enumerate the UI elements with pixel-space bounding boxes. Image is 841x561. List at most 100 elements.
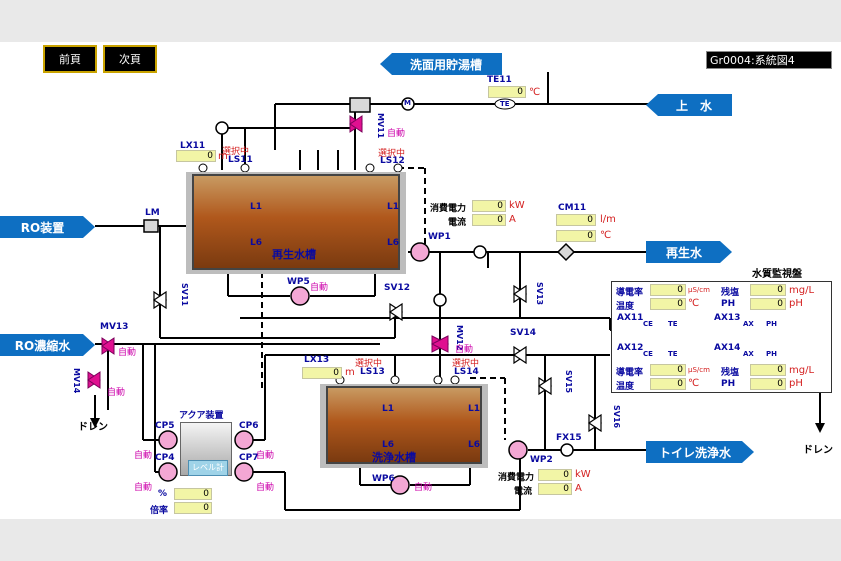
- ax13-ph-label: PH: [721, 299, 736, 309]
- level-meter-badge: レベル計: [188, 460, 228, 476]
- ax12-cond-label: 導電率: [616, 368, 644, 378]
- ax12-temp-unit: ℃: [688, 378, 700, 389]
- fx15-tag: FX15: [556, 433, 582, 443]
- aqua-ratio-label: 倍率: [150, 506, 169, 516]
- wp1-power-unit: kW: [509, 200, 525, 211]
- ls12-selected: 選択中: [378, 149, 406, 159]
- sv11-tag: SV11: [180, 283, 189, 307]
- ax14-ph-label: PH: [721, 379, 736, 389]
- sv14-tag: SV14: [510, 328, 536, 338]
- wp2-current-label: 電流: [514, 487, 533, 497]
- lx11-tag: LX11: [180, 141, 206, 151]
- wp2-tag: WP2: [530, 455, 553, 465]
- ls12-tag: LS12: [380, 156, 405, 166]
- mv13-auto: 自動: [118, 348, 137, 358]
- wp1-power-value: 0: [472, 200, 506, 212]
- sv12-tag: SV12: [384, 283, 410, 293]
- drain-left-label: ドレン: [78, 422, 108, 433]
- cm11-flow-unit: l/m: [600, 214, 616, 225]
- ax14-cl-value: 0: [750, 364, 786, 376]
- l6-tag-c: L6: [382, 440, 394, 450]
- ax12-te-tag: TE: [668, 350, 678, 358]
- ls14-tag: LS14: [454, 367, 479, 377]
- wp2-current-unit: A: [575, 483, 582, 494]
- ax13-ph-unit: pH: [789, 298, 803, 309]
- cp7-tag: CP7: [239, 453, 259, 463]
- te11-value: 0: [488, 86, 526, 98]
- city-water-arrow[interactable]: 上 水: [646, 94, 732, 116]
- te-sensor-tag: TE: [500, 100, 510, 108]
- wp2-power-label: 消費電力: [498, 473, 535, 483]
- mv11-tag: MV11: [376, 113, 385, 139]
- ax13-cl-unit: mg/L: [789, 285, 815, 296]
- lm-tag: LM: [145, 208, 160, 218]
- ax14-cl-unit: mg/L: [789, 365, 815, 376]
- toilet-flush-arrow[interactable]: トイレ洗浄水: [646, 441, 754, 463]
- lx13-tag: LX13: [304, 355, 330, 365]
- mv12-tag: MV12: [455, 325, 464, 351]
- l6-tag-a: L6: [250, 238, 262, 248]
- aqua-ratio-value: 0: [174, 502, 212, 514]
- ro-device-arrow[interactable]: RO装置: [0, 216, 95, 238]
- aqua-percent-label: %: [158, 489, 168, 499]
- prev-page-button[interactable]: 前頁: [43, 45, 97, 73]
- wp6-tag: WP6: [372, 474, 395, 484]
- cp5-auto: 自動: [134, 451, 153, 461]
- cm11-temp-unit: ℃: [600, 230, 612, 241]
- reclaimed-water-arrow[interactable]: 再生水: [646, 241, 732, 263]
- ro-concentrate-arrow[interactable]: RO濃縮水: [0, 334, 95, 356]
- ax11-cond-unit: μS/cm: [688, 286, 710, 294]
- wp1-current-label: 電流: [448, 218, 467, 228]
- wp2-power-value: 0: [538, 469, 572, 481]
- wp5-auto: 自動: [310, 283, 329, 293]
- l1-tag-b: L1: [387, 202, 399, 212]
- motor-m-tag: M: [404, 99, 411, 107]
- ax12-ce-tag: CE: [643, 350, 653, 358]
- hot-storage-tank-arrow[interactable]: 洗面用貯湯槽: [380, 53, 502, 75]
- l6-tag-d: L6: [468, 440, 480, 450]
- ax12-temp-label: 温度: [616, 382, 635, 392]
- reclaimed-water-tank[interactable]: [192, 174, 400, 270]
- mv12-auto: 自動: [455, 345, 474, 355]
- cm11-flow-value: 0: [556, 214, 596, 226]
- ls13-selected: 選択中: [355, 359, 383, 369]
- mv13-tag: MV13: [100, 322, 129, 332]
- ax12-tag: AX12: [617, 343, 644, 353]
- wp1-tag: WP1: [428, 232, 451, 242]
- wp1-current-value: 0: [472, 214, 506, 226]
- cp6-tag: CP6: [239, 421, 259, 431]
- lx13-unit: m: [345, 367, 355, 378]
- l1-tag-a: L1: [250, 202, 262, 212]
- wp2-current-value: 0: [538, 483, 572, 495]
- ax14-ph-value: 0: [750, 378, 786, 390]
- te11-tag: TE11: [487, 75, 512, 85]
- lx11-unit: m: [218, 151, 228, 162]
- washing-tank-label: 洗浄水槽: [372, 451, 416, 464]
- ax11-temp-unit: ℃: [688, 298, 700, 309]
- aqua-device-label: アクア装置: [179, 411, 224, 421]
- ls11-selected: 選択中: [222, 147, 250, 157]
- drain-right-label: ドレン: [803, 445, 833, 456]
- washing-water-tank[interactable]: [326, 386, 482, 464]
- cp4-tag: CP4: [155, 453, 175, 463]
- ax12-cond-value: 0: [650, 364, 686, 376]
- ax13-tag: AX13: [714, 313, 741, 323]
- ax13-cl-value: 0: [750, 284, 786, 296]
- mv14-tag: MV14: [72, 368, 81, 394]
- ax12-temp-value: 0: [650, 378, 686, 390]
- l6-tag-b: L6: [387, 238, 399, 248]
- next-page-button[interactable]: 次頁: [103, 45, 157, 73]
- reclaimed-tank-label: 再生水槽: [272, 248, 316, 261]
- l1-tag-c: L1: [382, 404, 394, 414]
- cp6-auto: 自動: [256, 451, 275, 461]
- ax11-cond-value: 0: [650, 284, 686, 296]
- aqua-percent-value: 0: [174, 488, 212, 500]
- ax13-ph-tag: PH: [766, 320, 777, 328]
- cp7-auto: 自動: [256, 483, 275, 493]
- wp5-tag: WP5: [287, 277, 310, 287]
- mv11-auto: 自動: [387, 129, 406, 139]
- mv14-auto: 自動: [107, 388, 126, 398]
- water-quality-monitor[interactable]: [611, 281, 832, 393]
- l1-tag-d: L1: [468, 404, 480, 414]
- ax14-ph-tag: PH: [766, 350, 777, 358]
